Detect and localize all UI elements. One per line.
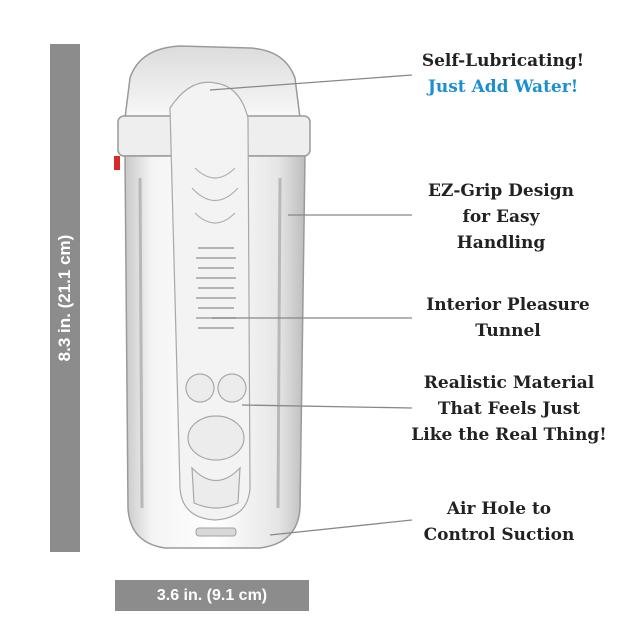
callout-self-lubricating: Self-Lubricating! Just Add Water! [422,48,584,100]
callout-line: Tunnel [475,321,541,341]
callout-interior-tunnel: Interior Pleasure Tunnel [426,292,589,344]
callout-realistic-material: Realistic Material That Feels Just Like … [411,370,606,448]
callout-line: Handling [456,233,546,253]
callout-line: Realistic Material [423,373,595,393]
callout-line: Self-Lubricating! [421,51,585,71]
width-dimension-label: 3.6 in. (9.1 cm) [156,586,268,604]
callout-line: Air Hole to [446,499,552,519]
callout-air-hole: Air Hole to Control Suction [424,496,575,548]
callout-line: EZ-Grip Design [428,181,574,201]
width-dimension-bar: 3.6 in. (9.1 cm) [115,580,309,611]
callout-ez-grip: EZ-Grip Design for Easy Handling [428,178,574,256]
callout-line: Control Suction [423,525,575,545]
callout-line: for Easy [462,207,540,227]
callout-line: Interior Pleasure [426,295,590,315]
product-image [114,45,311,549]
callout-line: Like the Real Thing! [411,425,607,445]
callout-accent-line: Just Add Water! [427,77,579,97]
height-dimension-label: 8.3 in. (21.1 cm) [55,234,74,362]
callout-line: That Feels Just [437,399,581,419]
height-dimension-bar: 8.3 in. (21.1 cm) [50,44,80,552]
